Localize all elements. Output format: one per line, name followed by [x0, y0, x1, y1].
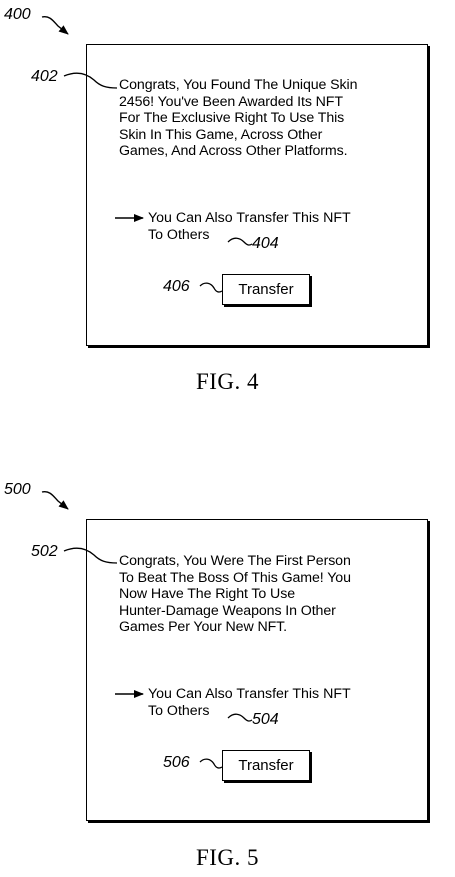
figure-5-transfer-note: You Can Also Transfer This NFT To Others: [148, 686, 351, 719]
transfer-note-ref-numeral-404: 404: [252, 235, 279, 252]
figure-5-ref-numeral: 500: [4, 481, 31, 498]
message-ref-numeral-502: 502: [31, 543, 58, 560]
figure-5-ref-arrow: [41, 490, 69, 510]
transfer-note-ref-numeral-504: 504: [252, 711, 279, 728]
figure-4-transfer-button[interactable]: Transfer: [222, 274, 310, 305]
figure-4-ref-arrow: [41, 15, 69, 35]
figure-5-caption: FIG. 5: [195, 845, 260, 870]
button-ref-numeral-406: 406: [163, 278, 190, 295]
figure-5-award-message: Congrats, You Were The First Person To B…: [119, 553, 351, 636]
message-ref-numeral-402: 402: [31, 68, 58, 85]
figure-4-award-message: Congrats, You Found The Unique Skin 2456…: [119, 77, 358, 160]
button-ref-numeral-506: 506: [163, 754, 190, 771]
figure-4-caption: FIG. 4: [195, 369, 260, 394]
figure-4-transfer-note: You Can Also Transfer This NFT To Others: [148, 210, 351, 243]
figure-4-ref-numeral: 400: [4, 6, 31, 23]
figure-5-transfer-button[interactable]: Transfer: [222, 750, 310, 781]
